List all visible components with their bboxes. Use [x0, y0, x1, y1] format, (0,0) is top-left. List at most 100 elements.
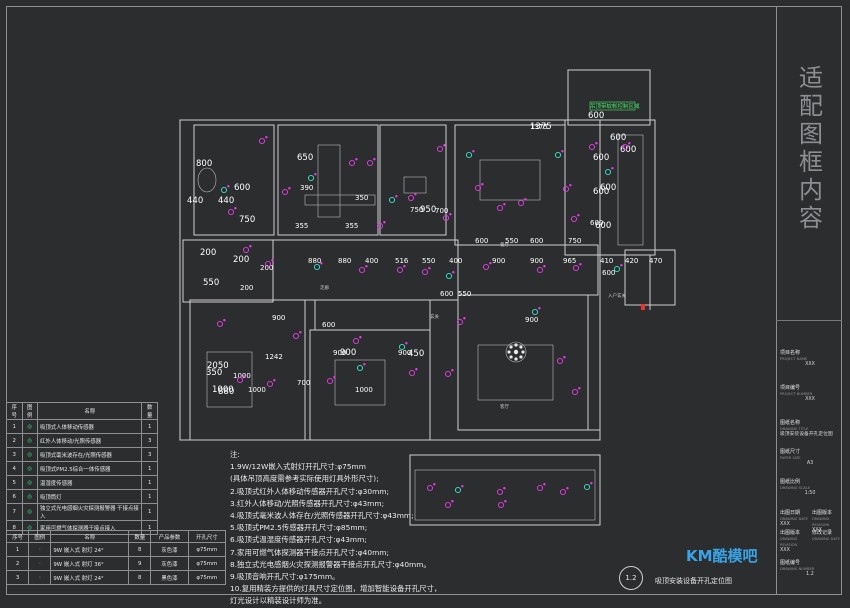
legend-top-header-2: 名称 [36, 402, 143, 420]
svg-text:●: ● [566, 486, 569, 490]
dim-mid-20: 550 [422, 257, 435, 265]
svg-text:●: ● [227, 184, 230, 188]
dim-mid-0: 1242 [265, 353, 283, 361]
sensor-symbol-42: ● [444, 368, 454, 378]
svg-text:●: ● [249, 244, 252, 248]
dim-mid-34: 550 [505, 237, 518, 245]
legend-top-cell: ◎ [21, 447, 38, 462]
svg-text:●: ● [355, 157, 358, 161]
wall-14 [409, 454, 601, 526]
dim-mid-22: 900 [492, 257, 505, 265]
wall-4 [454, 124, 566, 246]
sensor-symbol-38: ● [266, 378, 276, 388]
wall-5 [564, 119, 656, 256]
note-line-2: (具体吊顶高度需参考实际使用灯具外形尺寸); [230, 474, 379, 484]
sensor-symbol-52: ● [583, 481, 593, 491]
room-label-1: 餐厅 [500, 241, 509, 248]
dim-left-2: 750 [239, 215, 255, 225]
sensor-symbol-44: ● [531, 306, 541, 316]
sensor-symbol-0: ● [220, 184, 230, 194]
chair-dot-5 [509, 345, 513, 349]
sensor-symbol-26: ● [396, 264, 406, 274]
legend-bottom-cell: ◦ [28, 542, 52, 557]
legend-bottom-cell: 9 [128, 556, 152, 571]
dim-top-4: 900 [340, 348, 356, 358]
svg-text:●: ● [463, 316, 466, 320]
sensor-symbol-34: ● [292, 330, 302, 340]
note-line-8: 7.家用可燃气体探测器干接点开孔尺寸:φ40mm; [230, 547, 389, 557]
dim-mid-5: 900 [525, 316, 538, 324]
svg-text:●: ● [314, 172, 317, 176]
svg-text:●: ● [414, 192, 417, 196]
legend-top-cell: ◎ [21, 475, 38, 490]
legend-top-cell: 5 [6, 475, 23, 490]
wall-12 [457, 294, 589, 431]
bathtub [317, 144, 341, 218]
dim-mid-27: 470 [649, 257, 662, 265]
svg-text:●: ● [383, 220, 386, 224]
dim-left-10: 1000 [212, 385, 234, 395]
dim-mid-33: 600 [475, 237, 488, 245]
legend-bottom-cell: 灰色漆 [150, 542, 189, 557]
svg-text:●: ● [395, 194, 398, 198]
sensor-symbol-3: ● [281, 186, 291, 196]
sensor-symbol-50: ● [536, 482, 546, 492]
note-line-7: 6.吸顶式温湿度传感器开孔尺寸:φ43mm; [230, 535, 367, 545]
sensor-symbol-8: ● [388, 194, 398, 204]
svg-text:●: ● [543, 482, 546, 486]
kitchen-island [479, 159, 541, 201]
svg-text:●: ● [271, 258, 274, 262]
dim-left-1: 440 [187, 196, 203, 206]
sensor-symbol-51: ● [559, 486, 569, 496]
bed-a [334, 359, 386, 406]
wall-0 [179, 119, 601, 441]
legend-bottom-cell: 9W 嵌入式 射灯 24° [50, 542, 130, 557]
legend-top-cell: 1 [141, 461, 158, 476]
dim-mid-15: 700 [435, 207, 448, 215]
dim-mid-35: 600 [530, 237, 543, 245]
legend-bottom-cell: φ75mm [187, 556, 227, 571]
svg-text:●: ● [428, 266, 431, 270]
sensor-symbol-47: ● [426, 482, 436, 492]
svg-text:●: ● [503, 202, 506, 206]
legend-top-cell: 2 [6, 433, 23, 448]
sensor-symbol-24: ● [313, 261, 323, 271]
svg-text:●: ● [543, 264, 546, 268]
sensor-symbol-22: ● [242, 244, 252, 254]
legend-top-header-1: 图例 [21, 402, 38, 420]
legend-bottom-header-1: 图例 [28, 530, 52, 543]
sensor-symbol-36: ● [398, 341, 408, 351]
sensor-symbol-29: ● [482, 261, 492, 271]
chair-dot-4 [507, 350, 511, 354]
legend-bottom-header-2: 名称 [50, 530, 130, 543]
svg-text:●: ● [503, 486, 506, 490]
sensor-symbol-2: ● [258, 135, 268, 145]
chair-dot-1 [519, 355, 523, 359]
legend-bottom-cell: 1 [5, 542, 30, 557]
dim-mid-28: 600 [440, 290, 453, 298]
sensor-symbol-4: ● [307, 172, 317, 182]
svg-text:●: ● [451, 368, 454, 372]
svg-text:●: ● [320, 261, 323, 265]
dim-mid-16: 880 [308, 257, 321, 265]
sensor-symbol-6: ● [366, 157, 376, 167]
date-field: 出图日期 DRAWING DATE XXX [780, 510, 808, 527]
svg-text:●: ● [433, 482, 436, 486]
chair-dot-2 [514, 357, 518, 361]
sensor-symbol-25: ● [358, 264, 368, 274]
table-center [513, 349, 519, 355]
dim-mid-23: 900 [530, 257, 543, 265]
wall-13 [314, 299, 431, 331]
watermark-logo: KM酷模吧 [686, 547, 758, 565]
round-table [505, 341, 527, 363]
green-zone-box [589, 101, 636, 111]
svg-text:●: ● [299, 330, 302, 334]
svg-text:●: ● [472, 149, 475, 153]
